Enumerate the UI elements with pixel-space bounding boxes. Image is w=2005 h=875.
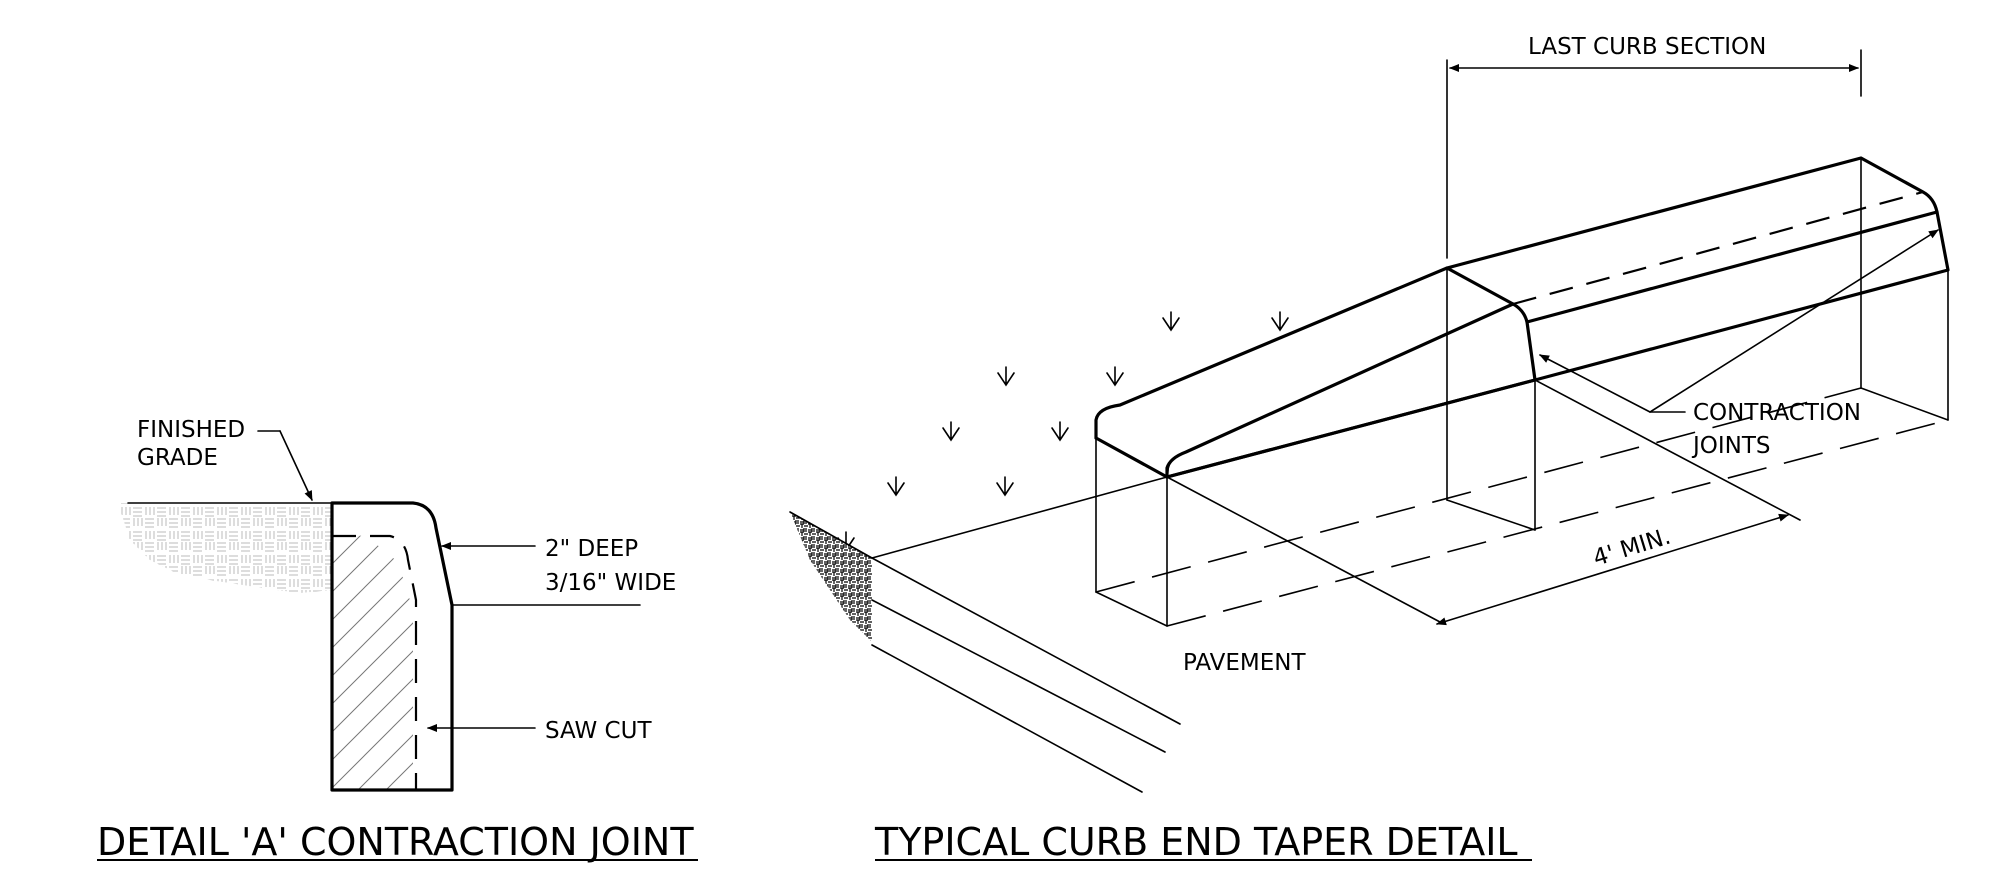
embankment-edge	[789, 511, 873, 559]
min-dim-label: 4' MIN.	[1590, 524, 1674, 572]
taper-base-left	[1095, 591, 1168, 627]
last-curb-section-top[interactable]	[1445, 156, 1950, 382]
curb-end-taper-detail: 4' MIN. LAST CURB SECTION CONTRACTION JO…	[789, 34, 1950, 864]
detail-a-contraction-joint: FINISHED GRADE 2" DEEP 3/16" WIDE SAW CU…	[97, 417, 698, 864]
finished-grade-label-2: GRADE	[137, 445, 218, 471]
last-curb-section-dashed	[1512, 190, 1924, 306]
width-label: 3/16" WIDE	[545, 570, 676, 596]
curb-hatch	[332, 535, 413, 790]
curb-base-front	[1166, 419, 1949, 627]
finished-grade-label: FINISHED	[137, 417, 245, 443]
min-dim-arrow	[1436, 513, 1789, 626]
saw-cut-dash	[332, 534, 418, 790]
joints-label: JOINTS	[1691, 433, 1771, 459]
detail-a-title: DETAIL 'A' CONTRACTION JOINT	[97, 820, 694, 864]
finished-grade-soil	[118, 503, 332, 593]
taper-top-to-joint	[1165, 378, 1537, 479]
ground-line-mid	[871, 599, 1166, 753]
curb-base-a	[1446, 499, 1536, 531]
finished-grade-arrow	[279, 430, 313, 501]
min-dim-extension-1	[1166, 476, 1441, 623]
pavement-label: PAVEMENT	[1183, 650, 1307, 676]
curb-top-right-front	[1525, 210, 1939, 324]
curb-section-outline[interactable]	[330, 501, 454, 792]
taper-bottom-edge	[871, 476, 1168, 559]
curb-base-b	[1860, 387, 1949, 421]
taper-front-round	[1165, 302, 1515, 479]
contraction-leader-a	[1539, 354, 1651, 413]
contraction-leader-b	[1649, 229, 1939, 413]
curb-base-back	[1095, 387, 1862, 593]
depth-label: 2" DEEP	[545, 536, 638, 562]
taper-inner-dashed	[1165, 302, 1514, 478]
taper-top-surface[interactable]	[1094, 266, 1537, 479]
ground-line-lower	[871, 644, 1143, 793]
last-curb-section-label: LAST CURB SECTION	[1528, 34, 1766, 60]
taper-detail-title: TYPICAL CURB END TAPER DETAIL	[874, 820, 1518, 864]
saw-cut-label: SAW CUT	[545, 718, 652, 744]
ground-line-upper[interactable]	[871, 557, 1181, 725]
grass-symbols	[837, 311, 1289, 552]
min-dim-extension-2	[1534, 379, 1801, 521]
embankment-hatch	[790, 512, 872, 642]
contraction-label: CONTRACTION	[1693, 400, 1861, 426]
